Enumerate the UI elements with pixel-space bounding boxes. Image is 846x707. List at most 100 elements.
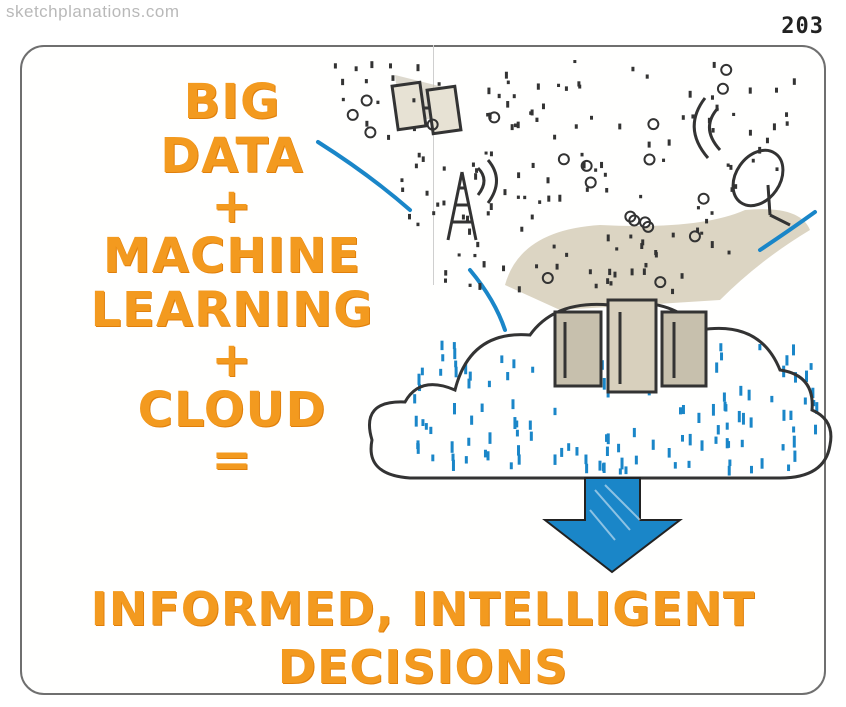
- data-particle: [639, 194, 643, 199]
- data-particle: [341, 78, 345, 86]
- data-particle: [376, 100, 380, 105]
- data-particle: [516, 121, 520, 129]
- data-rain-drop: [770, 395, 774, 403]
- data-particle: [530, 214, 534, 220]
- data-rain-drop: [805, 370, 809, 383]
- data-particle: [436, 202, 440, 207]
- data-particle: [785, 121, 789, 126]
- data-particle: [541, 103, 545, 110]
- data-particle: [681, 115, 685, 120]
- data-particle: [443, 278, 447, 283]
- data-particle: [529, 111, 533, 115]
- data-rain-drop: [716, 425, 720, 435]
- data-rain-drop: [452, 403, 456, 415]
- data-particle: [516, 195, 520, 199]
- data-particle: [541, 272, 554, 285]
- data-particle: [574, 124, 578, 129]
- data-particle: [734, 184, 738, 189]
- data-particle: [555, 263, 559, 270]
- data-rain-drop: [560, 447, 564, 457]
- data-rain-drop: [567, 443, 571, 451]
- data-rain-drop: [605, 434, 609, 442]
- data-particle: [354, 66, 358, 72]
- data-particle: [606, 234, 610, 242]
- data-rain-drop: [728, 459, 732, 467]
- data-particle: [758, 146, 762, 154]
- data-particle: [615, 247, 619, 251]
- data-particle: [513, 123, 517, 128]
- data-rain-drop: [512, 359, 516, 369]
- data-particle: [558, 194, 562, 202]
- data-particle: [590, 115, 594, 120]
- data-rain-drop: [517, 445, 521, 456]
- data-particle: [442, 200, 446, 206]
- data-rain-drop: [620, 457, 624, 470]
- data-particle: [600, 161, 604, 169]
- data-rain-drop: [740, 439, 744, 448]
- data-particle: [370, 61, 374, 69]
- data-particle: [502, 265, 506, 272]
- data-flow-line: [316, 140, 412, 212]
- server-icon: [553, 298, 708, 394]
- data-particle: [487, 87, 491, 95]
- data-particle: [603, 172, 607, 177]
- data-particle: [645, 74, 649, 79]
- data-rain-drop: [678, 407, 682, 415]
- data-rain-drop: [486, 451, 490, 461]
- data-particle: [644, 262, 648, 268]
- data-rain-drop: [720, 352, 724, 361]
- data-particle: [640, 243, 644, 250]
- data-particle: [536, 83, 540, 90]
- data-particle: [667, 139, 671, 146]
- data-particle: [437, 82, 441, 86]
- data-particle: [432, 211, 436, 216]
- data-particle: [688, 90, 692, 98]
- data-particle: [425, 190, 429, 196]
- page-crease: [433, 45, 434, 285]
- data-rain-drop: [719, 343, 723, 352]
- data-particle: [774, 87, 778, 93]
- data-particle: [486, 112, 490, 117]
- data-rain-drop: [439, 368, 443, 376]
- data-particle: [707, 117, 711, 124]
- result-line-1: INFORMED, INTELLIGENT: [90, 582, 756, 636]
- data-particle: [564, 86, 568, 91]
- data-particle: [517, 172, 521, 179]
- data-particle: [580, 152, 584, 157]
- data-particle: [730, 187, 734, 192]
- data-rain-drop: [725, 422, 729, 430]
- data-rain-drop: [585, 463, 589, 474]
- data-rain-drop: [747, 389, 751, 401]
- data-rain-drop: [781, 444, 785, 451]
- data-particle: [643, 153, 656, 166]
- data-particle: [772, 123, 776, 131]
- data-rain-drop: [812, 400, 816, 407]
- data-rain-drop: [553, 407, 557, 416]
- data-particle: [697, 192, 710, 205]
- data-rain-drop: [420, 367, 424, 376]
- data-particle: [412, 98, 416, 103]
- data-rain-drop: [451, 459, 455, 471]
- data-flow-line: [468, 268, 507, 332]
- data-flow-line: [758, 210, 817, 252]
- data-rain-drop: [715, 362, 719, 373]
- data-particle: [726, 163, 730, 167]
- equation-big: BIG: [183, 74, 281, 130]
- data-particle: [523, 195, 527, 200]
- data-rain-drop: [792, 435, 796, 448]
- data-particle: [671, 232, 675, 238]
- data-particle: [705, 218, 709, 224]
- data-particles: [333, 60, 796, 295]
- data-particle: [696, 206, 700, 210]
- data-particle: [654, 276, 667, 289]
- data-particle: [584, 176, 597, 189]
- data-particle: [506, 101, 510, 108]
- data-particle: [588, 269, 592, 275]
- data-particle: [488, 111, 501, 124]
- data-particle: [414, 163, 418, 169]
- equation-learning: LEARNING: [90, 282, 374, 338]
- sketch-number: 203: [781, 14, 824, 39]
- data-particle: [642, 220, 655, 233]
- data-rain-drop: [468, 371, 472, 381]
- data-particle: [647, 118, 660, 131]
